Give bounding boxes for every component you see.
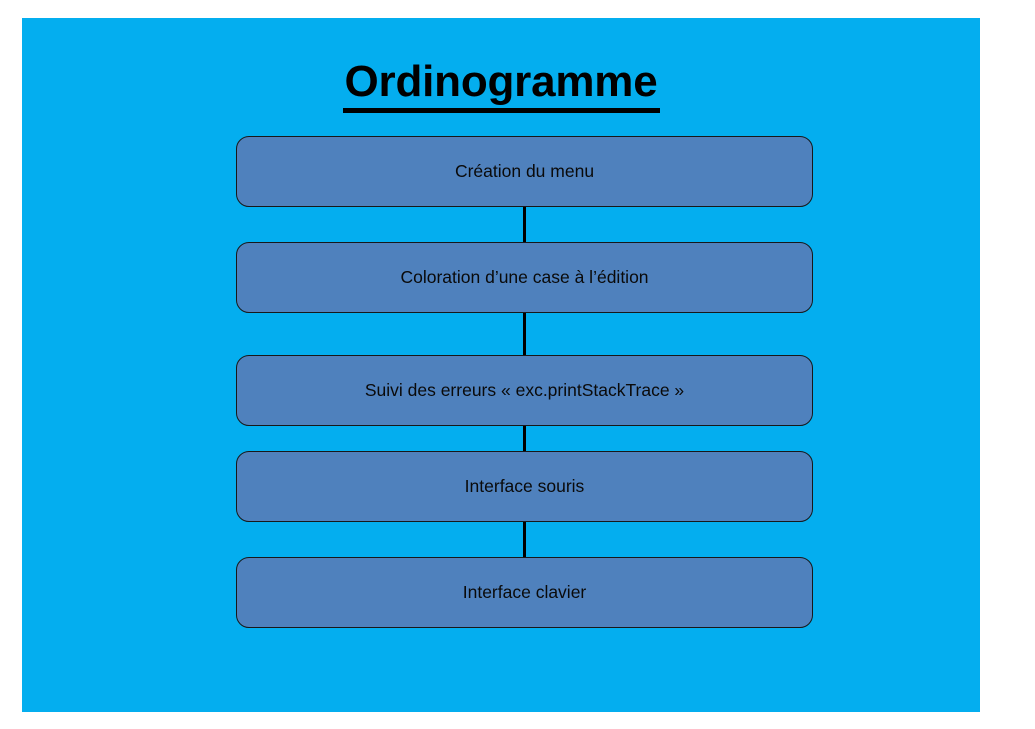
flow-connector-3-4 bbox=[523, 423, 526, 454]
page-title: Ordinogramme bbox=[22, 58, 980, 113]
flow-step-label: Suivi des erreurs « exc.printStackTrace … bbox=[364, 379, 685, 400]
flow-step-label: Interface clavier bbox=[462, 581, 587, 602]
flow-step-interface-souris[interactable]: Interface souris bbox=[236, 451, 813, 522]
flow-step-label: Coloration d’une case à l’édition bbox=[400, 266, 649, 287]
page-title-text: Ordinogramme bbox=[342, 58, 660, 113]
flow-connector-2-3 bbox=[523, 310, 526, 358]
flow-step-label: Création du menu bbox=[454, 160, 595, 181]
presentation-slide: Ordinogramme Création du menu Coloration… bbox=[22, 18, 980, 712]
flow-step-label: Interface souris bbox=[464, 475, 585, 496]
flow-connector-1-2 bbox=[523, 204, 526, 245]
flow-step-suivi-des-erreurs[interactable]: Suivi des erreurs « exc.printStackTrace … bbox=[236, 355, 813, 426]
flow-step-interface-clavier[interactable]: Interface clavier bbox=[236, 557, 813, 628]
flow-step-creation-du-menu[interactable]: Création du menu bbox=[236, 136, 813, 207]
flow-step-coloration-case-edition[interactable]: Coloration d’une case à l’édition bbox=[236, 242, 813, 313]
flow-connector-4-5 bbox=[523, 519, 526, 560]
flowchart: Création du menu Coloration d’une case à… bbox=[22, 18, 980, 712]
